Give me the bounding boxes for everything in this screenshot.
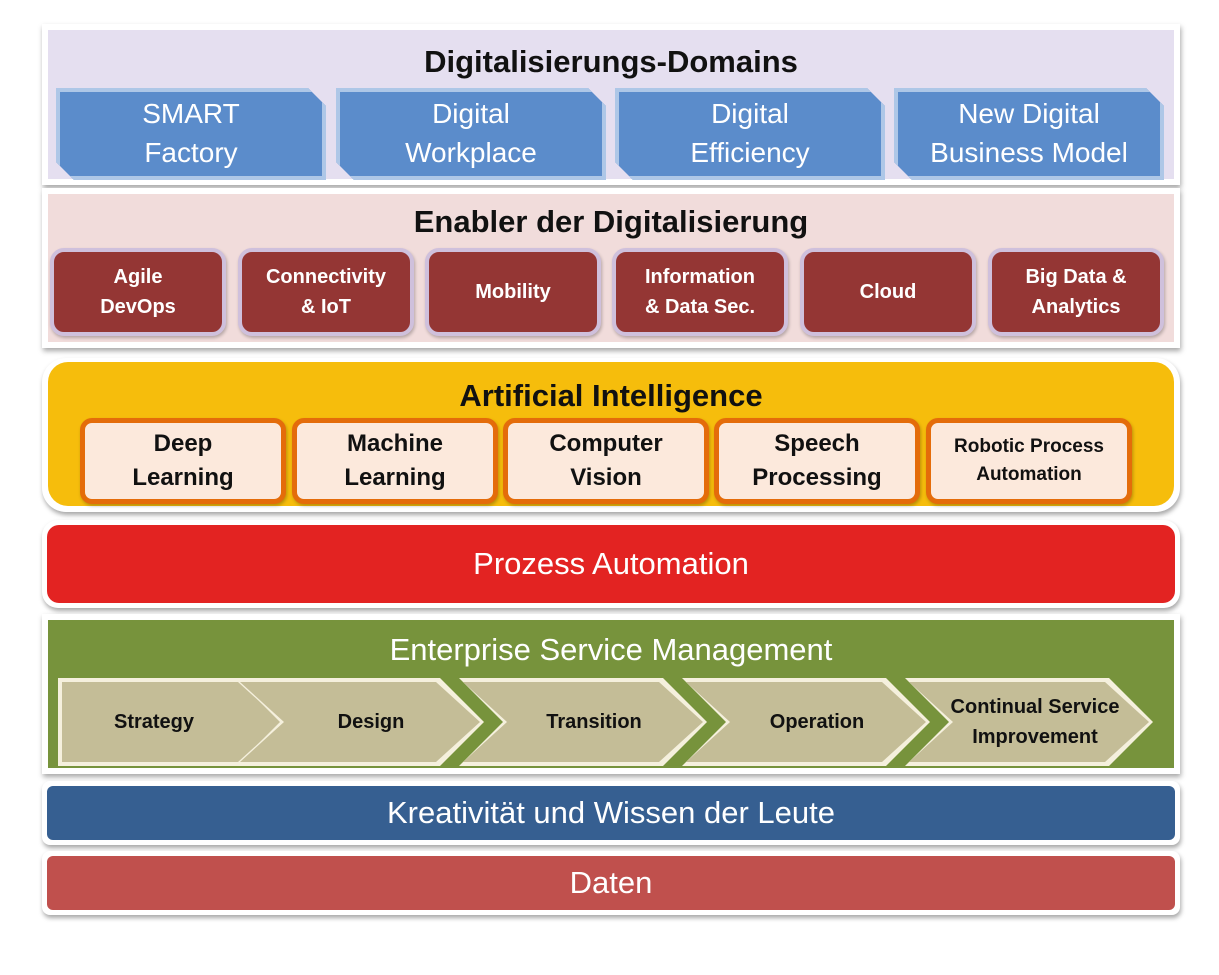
prozess-layer: Prozess Automation xyxy=(42,520,1180,608)
enabler-big-data-analytics: Big Data & Analytics xyxy=(988,248,1164,336)
enabler-panel: Enabler der Digitalisierung Agile DevOps… xyxy=(48,194,1174,342)
enabler-agile-devops: Agile DevOps xyxy=(50,248,226,336)
ai-robotic-process-automation: Robotic Process Automation xyxy=(926,418,1132,504)
enabler-cloud: Cloud xyxy=(800,248,976,336)
enabler-layer: Enabler der Digitalisierung Agile DevOps… xyxy=(42,188,1180,348)
ai-deep-learning: Deep Learning xyxy=(80,418,286,504)
esm-panel: Enterprise Service Management Strategy D… xyxy=(48,620,1174,768)
ai-computer-vision: Computer Vision xyxy=(503,418,709,504)
esm-step-label: Design xyxy=(240,682,480,762)
ai-title: Artificial Intelligence xyxy=(459,378,763,413)
domains-panel: Digitalisierungs-Domains SMART Factory D… xyxy=(48,30,1174,179)
ai-machine-learning: Machine Learning xyxy=(292,418,498,504)
esm-step-label: Operation xyxy=(686,682,926,762)
domain-smart-factory: SMART Factory xyxy=(56,88,326,180)
enabler-mobility: Mobility xyxy=(425,248,601,336)
domains-title: Digitalisierungs-Domains xyxy=(424,44,798,79)
ai-panel: Artificial Intelligence Deep Learning Ma… xyxy=(48,362,1174,506)
domain-digital-efficiency: Digital Efficiency xyxy=(615,88,885,180)
wissen-layer: Kreativität und Wissen der Leute xyxy=(42,781,1180,845)
wissen-bar: Kreativität und Wissen der Leute xyxy=(47,786,1175,840)
esm-layer: Enterprise Service Management Strategy D… xyxy=(42,614,1180,774)
esm-step-strategy: Strategy xyxy=(58,678,286,766)
esm-step-continual-service-improvement: Continual Service Improvement xyxy=(905,678,1153,766)
esm-step-label: Strategy xyxy=(62,682,282,762)
domains-layer: Digitalisierungs-Domains SMART Factory D… xyxy=(42,24,1180,185)
domain-digital-workplace: Digital Workplace xyxy=(336,88,606,180)
ai-layer: Artificial Intelligence Deep Learning Ma… xyxy=(42,358,1180,512)
ai-speech-processing: Speech Processing xyxy=(714,418,920,504)
daten-bar: Daten xyxy=(47,856,1175,910)
daten-layer: Daten xyxy=(42,851,1180,915)
esm-title: Enterprise Service Management xyxy=(389,632,833,667)
esm-step-transition: Transition xyxy=(459,678,707,766)
domain-new-digital-business-model: New Digital Business Model xyxy=(894,88,1164,180)
prozess-automation-bar: Prozess Automation xyxy=(47,525,1175,603)
esm-step-operation: Operation xyxy=(682,678,930,766)
enabler-title: Enabler der Digitalisierung xyxy=(413,204,809,239)
enabler-connectivity-iot: Connectivity & IoT xyxy=(238,248,414,336)
enabler-information-data-sec: Information & Data Sec. xyxy=(612,248,788,336)
esm-step-design: Design xyxy=(236,678,484,766)
esm-step-label: Continual Service Improvement xyxy=(909,682,1149,762)
esm-step-label: Transition xyxy=(463,682,703,762)
